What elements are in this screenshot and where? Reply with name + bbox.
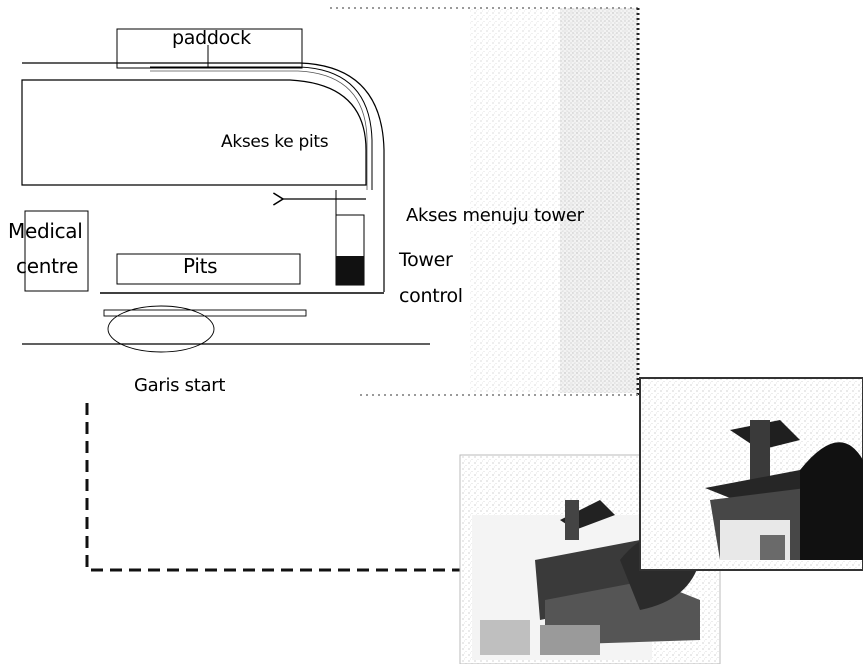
label-garis-start: Garis start — [134, 375, 225, 396]
label-medical-line1: Medical — [8, 219, 83, 243]
label-akses-menuju-tower: Akses menuju tower — [406, 205, 584, 226]
building-photo-large — [640, 378, 863, 570]
speckled-background — [330, 8, 638, 395]
dashed-connector — [87, 403, 462, 570]
label-medical-line2: centre — [16, 254, 78, 278]
label-tower-line2: control — [399, 285, 463, 307]
start-grid-strip — [104, 310, 306, 316]
label-pits: Pits — [183, 254, 217, 278]
label-paddock: paddock — [172, 27, 251, 49]
label-akses-ke-pits: Akses ke pits — [221, 132, 328, 152]
label-tower-line1: Tower — [399, 249, 453, 271]
tower-fill — [336, 256, 364, 285]
